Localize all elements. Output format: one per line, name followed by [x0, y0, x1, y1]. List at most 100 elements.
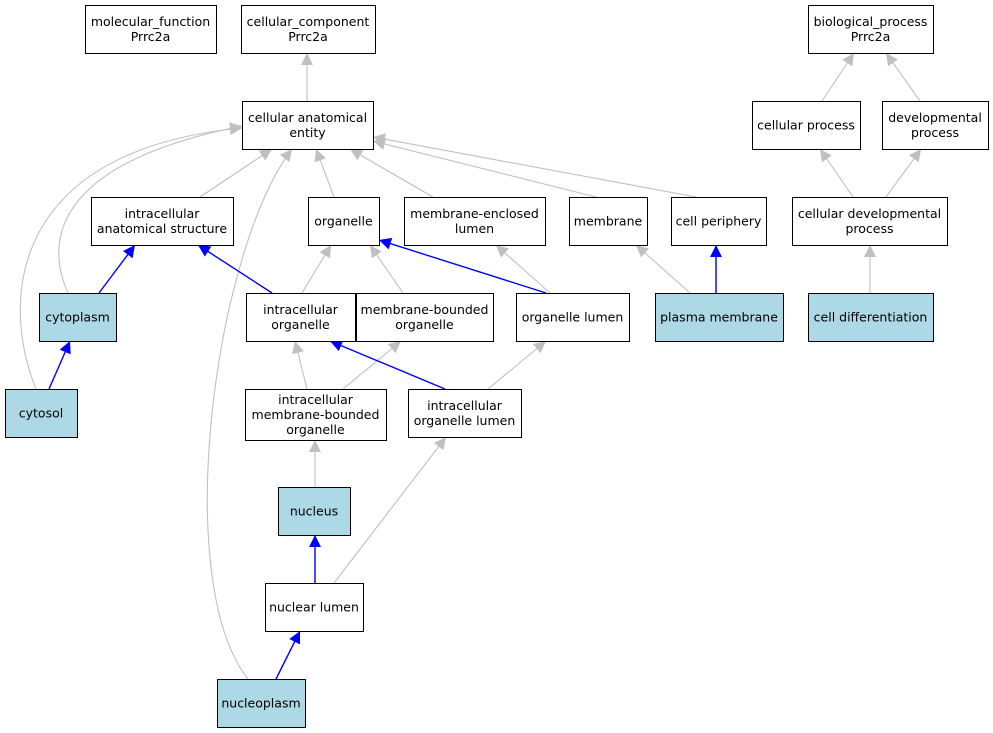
- term-label: membrane-bounded: [361, 302, 489, 317]
- nodes-layer: molecular_functionPrrc2acellular_compone…: [5, 5, 989, 728]
- term-box: [882, 101, 989, 150]
- term-label: nucleus: [290, 504, 338, 519]
- edge-organelle-to-cellular-anatomical-entity: [314, 148, 335, 198]
- term-label: Prrc2a: [851, 29, 891, 44]
- term-node-cytoplasm[interactable]: cytoplasm: [39, 293, 117, 342]
- term-label: intracellular: [263, 302, 339, 317]
- term-box: [246, 293, 356, 342]
- edge-intracellular-membrane-bounded-organelle-to-membrane-bounded-organelle: [342, 340, 402, 390]
- term-label: cellular developmental: [798, 206, 941, 221]
- term-box: [516, 293, 630, 342]
- edge-nucleoplasm-to-cellular-anatomical-entity: [206, 148, 293, 680]
- term-node-cellular-process[interactable]: cellular process: [752, 101, 861, 150]
- edge-nuclear-lumen-to-intracellular-organelle-lumen: [333, 436, 447, 584]
- term-label: biological_process: [814, 14, 928, 29]
- edge-cellular-developmental-process-to-developmental-process: [885, 148, 922, 198]
- term-node-membrane[interactable]: membrane: [569, 197, 648, 246]
- edge-cytosol-to-cytoplasm: [48, 340, 71, 390]
- term-node-plasma-membrane[interactable]: plasma membrane: [655, 293, 784, 342]
- edge-organelle-lumen-to-organelle: [378, 237, 547, 294]
- edge-intracellular-organelle-to-organelle: [301, 244, 332, 294]
- term-node-cell-periphery[interactable]: cell periphery: [671, 197, 767, 246]
- term-box: [404, 197, 546, 246]
- term-label: cellular anatomical: [248, 110, 367, 125]
- term-label: developmental: [888, 110, 982, 125]
- term-label: membrane-bounded: [252, 407, 380, 422]
- term-box: [265, 583, 364, 632]
- term-box: [241, 5, 376, 54]
- term-box: [569, 197, 648, 246]
- term-label: Prrc2a: [131, 29, 171, 44]
- term-node-nuclear-lumen[interactable]: nuclear lumen: [265, 583, 364, 632]
- term-label: molecular_function: [91, 14, 210, 29]
- term-label: intracellular: [125, 206, 201, 221]
- term-label: process: [845, 221, 893, 236]
- term-node-organelle[interactable]: organelle: [308, 197, 380, 246]
- edge-nucleoplasm-to-nuclear-lumen: [275, 630, 301, 680]
- term-label: cytoplasm: [45, 310, 110, 325]
- term-label: entity: [289, 125, 326, 140]
- term-label: organelle: [314, 214, 373, 229]
- term-node-organelle-lumen[interactable]: organelle lumen: [516, 293, 630, 342]
- term-label: cellular process: [757, 118, 855, 133]
- term-box: [91, 197, 234, 246]
- term-box: [808, 293, 934, 342]
- term-label: organelle: [271, 317, 330, 332]
- term-box: [408, 389, 522, 438]
- edge-cytosol-to-cellular-anatomical-entity: [19, 123, 243, 390]
- edge-cell-periphery-to-cellular-anatomical-entity: [372, 133, 697, 198]
- term-label: organelle lumen: [522, 310, 624, 325]
- term-box: [792, 197, 948, 246]
- edge-intracellular-organelle-to-intracellular-anatomical-structure: [197, 244, 273, 294]
- term-label: anatomical structure: [97, 221, 227, 236]
- term-box: [655, 293, 784, 342]
- term-box: [245, 389, 387, 441]
- term-box: [356, 293, 494, 342]
- term-label: intracellular: [278, 392, 354, 407]
- term-label: cell differentiation: [814, 310, 928, 325]
- term-label: membrane: [574, 214, 643, 229]
- term-node-nucleoplasm[interactable]: nucleoplasm: [217, 679, 306, 728]
- edge-cellular-developmental-process-to-cellular-process: [819, 148, 854, 198]
- edge-intracellular-membrane-bounded-organelle-to-intracellular-organelle: [292, 340, 308, 390]
- edge-plasma-membrane-to-membrane: [635, 244, 691, 294]
- term-node-nucleus[interactable]: nucleus: [278, 487, 351, 536]
- edge-developmental-process-to-biological-process: [885, 52, 921, 102]
- term-label: organelle lumen: [414, 413, 516, 428]
- term-label: cellular_component: [247, 14, 370, 29]
- edge-intracellular-organelle-lumen-to-organelle-lumen: [487, 340, 547, 390]
- term-box: [308, 197, 380, 246]
- term-node-cell-differentiation[interactable]: cell differentiation: [808, 293, 934, 342]
- term-label: plasma membrane: [660, 310, 778, 325]
- term-label: intracellular: [427, 398, 503, 413]
- term-box: [85, 5, 217, 54]
- term-node-cytosol[interactable]: cytosol: [5, 389, 78, 438]
- edge-membrane-enclosed-lumen-to-cellular-anatomical-entity: [349, 148, 434, 198]
- term-label: cell periphery: [676, 214, 762, 229]
- term-label: Prrc2a: [288, 29, 328, 44]
- edge-intracellular-organelle-lumen-to-intracellular-organelle: [329, 340, 446, 390]
- term-label: process: [911, 125, 959, 140]
- term-box: [808, 5, 934, 54]
- edge-membrane-to-cellular-anatomical-entity: [372, 138, 597, 198]
- edges-layer: [19, 52, 922, 680]
- edge-organelle-lumen-to-membrane-enclosed-lumen: [495, 244, 551, 294]
- term-label: lumen: [455, 221, 494, 236]
- term-box: [671, 197, 767, 246]
- term-box: [242, 101, 374, 150]
- term-label: membrane-enclosed: [410, 206, 539, 221]
- term-label: nuclear lumen: [269, 600, 359, 615]
